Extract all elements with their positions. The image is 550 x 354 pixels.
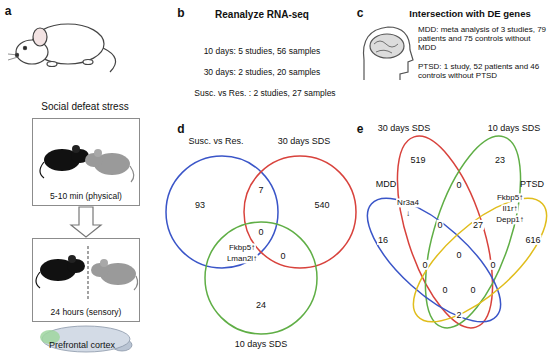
body-text: MDD: meta analysis of 3 studies, 79 pati… xyxy=(418,25,548,53)
set-title: 30 days SDS xyxy=(378,123,431,133)
venn-ellipse-outline xyxy=(395,179,550,342)
count: 23 xyxy=(494,155,506,165)
gene-name: Nr3a4 xyxy=(396,198,420,207)
gene-name: Depp1↑ xyxy=(495,215,525,224)
count: 2 xyxy=(455,310,462,320)
panel-letter: d xyxy=(177,123,184,137)
count: 93 xyxy=(194,200,206,210)
venn-circle-outline xyxy=(166,156,278,268)
count: 519 xyxy=(409,155,426,165)
box-label: 24 hours (sensory) xyxy=(51,308,122,318)
brain-illustration xyxy=(40,326,132,352)
set-title: Susc. vs Res. xyxy=(188,136,243,146)
mice-physical xyxy=(40,145,134,182)
count: 540 xyxy=(313,200,330,210)
count: 0 xyxy=(455,250,462,260)
shape-outline xyxy=(205,222,317,334)
heading: Reanalyze RNA-seq xyxy=(215,9,309,21)
panel-letter: b xyxy=(177,7,184,21)
body-text: Susc. vs Res. : 2 studies, 27 samples xyxy=(194,89,335,99)
block-arrow xyxy=(71,207,101,237)
count: 616 xyxy=(524,235,541,245)
region-label: Prefrontal cortex xyxy=(49,340,115,350)
body-text: 10 days: 5 studies, 56 samples xyxy=(204,47,321,57)
count: 0 xyxy=(421,260,428,270)
count: 0 xyxy=(455,180,462,190)
count: 0 xyxy=(257,227,264,237)
venn-circle: 10 days SDS xyxy=(205,222,317,334)
count: 0 xyxy=(436,220,443,230)
count: 0 xyxy=(489,260,496,270)
count: 0 xyxy=(441,285,448,295)
gene-name: Fkbp5↑ xyxy=(496,193,524,202)
stress-box: 5-10 min (physical) xyxy=(32,118,140,206)
gene-name: ↓ xyxy=(405,209,411,218)
gene-name: Il1r↑ xyxy=(501,204,518,213)
panel-letter: a xyxy=(5,5,12,19)
panel-letter: e xyxy=(357,123,364,137)
count: 0 xyxy=(279,251,286,261)
shape-outline xyxy=(166,156,278,268)
count: 7 xyxy=(257,185,264,195)
venn-circle-outline xyxy=(205,222,317,334)
set-title: 10 days SDS xyxy=(235,339,288,349)
gene-name: Lman2l↑ xyxy=(226,254,258,263)
heading: Intersection with DE genes xyxy=(409,9,530,20)
box-label: 5-10 min (physical) xyxy=(50,192,122,202)
body-text: PTSD: 1 study, 52 patients and 46 contro… xyxy=(418,62,548,80)
mice-sensory xyxy=(36,246,138,300)
head-brain-icon xyxy=(364,27,414,80)
count: 27 xyxy=(472,220,484,230)
set-title: MDD xyxy=(376,179,397,189)
set-title: 30 days SDS xyxy=(278,136,331,146)
panel-letter: c xyxy=(357,7,364,21)
set-title: PTSD xyxy=(520,179,544,189)
shape-outline xyxy=(244,156,356,268)
count: 16 xyxy=(377,235,389,245)
venn-circle: Susc. vs Res. xyxy=(166,156,278,268)
stress-box: 24 hours (sensory) xyxy=(32,238,140,322)
venn-circle: 30 days SDS xyxy=(244,156,356,268)
mouse-illustration xyxy=(8,24,116,72)
heading: Social defeat stress xyxy=(41,101,128,113)
count: 0 xyxy=(469,285,476,295)
gene-name: Fkbp5↑ xyxy=(228,243,256,252)
body-text: 30 days: 2 studies, 20 samples xyxy=(204,68,321,78)
set-title: 10 days SDS xyxy=(488,123,541,133)
venn-ellipse-outline xyxy=(378,125,512,339)
venn-circle-outline xyxy=(244,156,356,268)
count: 24 xyxy=(255,300,267,310)
